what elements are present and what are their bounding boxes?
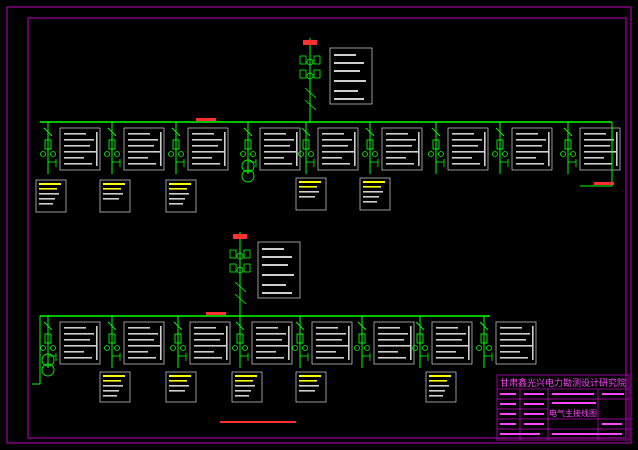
title-block-drawing-title: 电气主接线图 (549, 408, 597, 418)
breaker-icon (358, 333, 366, 344)
equipment-panel (187, 127, 229, 171)
title-block-cells (500, 393, 624, 435)
bottom-feeder-bays (32, 316, 537, 385)
disconnect-switch-icon (107, 127, 117, 137)
transformer-icon (41, 353, 55, 377)
disconnect-switch-icon (235, 321, 245, 331)
feeder-label-box (35, 179, 67, 213)
top-label-boxes (35, 177, 391, 213)
equipment-panel (251, 321, 293, 365)
feeder-bay (298, 122, 359, 174)
disconnect-switch-icon (173, 321, 183, 331)
disconnect-switch-icon (415, 321, 425, 331)
feeder-label-box (295, 177, 327, 211)
bottom-label-boxes (99, 371, 457, 403)
bottom-incoming-panel (257, 241, 301, 299)
equipment-panel (317, 127, 359, 171)
equipment-panel (431, 321, 473, 365)
breaker-icon (236, 333, 244, 344)
feeder-label-box (99, 371, 131, 403)
feeder-bay (168, 122, 229, 174)
equipment-panel (495, 321, 537, 365)
equipment-panel (373, 321, 415, 365)
equipment-panel (579, 127, 621, 171)
feeder-bay (428, 122, 489, 174)
disconnect-switch-icon (171, 127, 181, 137)
top-incoming-panel (329, 47, 373, 105)
feeder-bay (170, 316, 231, 368)
feeder-label-box (359, 177, 391, 211)
equipment-panel (123, 127, 165, 171)
feeder-bay (40, 316, 101, 377)
top-feeder-bays (40, 122, 621, 187)
disconnect-switch-icon (43, 127, 53, 137)
disconnect-switch-icon (295, 321, 305, 331)
equipment-panel (59, 127, 101, 171)
title-block (496, 374, 630, 441)
equipment-panel (447, 127, 489, 171)
equipment-panel (59, 321, 101, 365)
feeder-label-box (165, 371, 197, 403)
breaker-icon (496, 139, 504, 150)
feeder-label-box (295, 371, 327, 403)
breaker-icon (174, 333, 182, 344)
feeder-bay (476, 316, 537, 368)
feeder-label-box (425, 371, 457, 403)
breaker-icon (108, 333, 116, 344)
disconnect-switch-icon (357, 321, 367, 331)
feeder-bay (40, 122, 101, 174)
feeder-label-box (99, 179, 131, 213)
feeder-label-box (231, 371, 263, 403)
breaker-icon (108, 139, 116, 150)
equipment-panel (259, 127, 301, 171)
disconnect-switch-icon (495, 127, 505, 137)
equipment-panel (511, 127, 553, 171)
disconnect-switch-icon (43, 321, 53, 331)
bottom-note (220, 421, 296, 423)
disconnect-switch-icon (243, 127, 253, 137)
breaker-icon (564, 139, 572, 150)
top-incoming-feeder (299, 38, 373, 122)
equipment-panel (311, 321, 353, 365)
bottom-incoming-feeder (229, 232, 301, 316)
bottom-incoming-marker (233, 234, 247, 239)
feeder-label-box (165, 179, 197, 213)
feeder-bay (104, 316, 165, 368)
disconnect-switch-icon (301, 127, 311, 137)
breaker-icon (244, 139, 252, 150)
title-block-institute: 甘肃鑫光兴电力勘测设计研究院 (500, 377, 626, 389)
disconnect-switch-icon (479, 321, 489, 331)
feeder-bay (232, 316, 293, 368)
feeder-bay (292, 316, 353, 368)
breaker-icon (416, 333, 424, 344)
disconnect-switch-icon (563, 127, 573, 137)
disconnect-switch-icon (365, 127, 375, 137)
feeder-bay (362, 122, 423, 174)
breaker-icon (366, 139, 374, 150)
equipment-panel (123, 321, 165, 365)
transformer-icon (241, 159, 255, 183)
disconnect-switch-icon (431, 127, 441, 137)
feeder-bay (354, 316, 415, 368)
feeder-bay (240, 122, 301, 183)
feeder-bay (412, 316, 473, 368)
breaker-icon (172, 139, 180, 150)
breaker-icon (44, 139, 52, 150)
top-incoming-marker (303, 40, 317, 45)
feeder-bay (104, 122, 165, 174)
breaker-icon (302, 139, 310, 150)
disconnect-switch-icon (107, 321, 117, 331)
equipment-panel (189, 321, 231, 365)
drawing-frame (6, 6, 632, 444)
breaker-icon (44, 333, 52, 344)
breaker-icon (296, 333, 304, 344)
feeder-bay (492, 122, 553, 174)
equipment-panel (381, 127, 423, 171)
breaker-icon (480, 333, 488, 344)
feeder-bay (560, 122, 621, 174)
breaker-icon (432, 139, 440, 150)
